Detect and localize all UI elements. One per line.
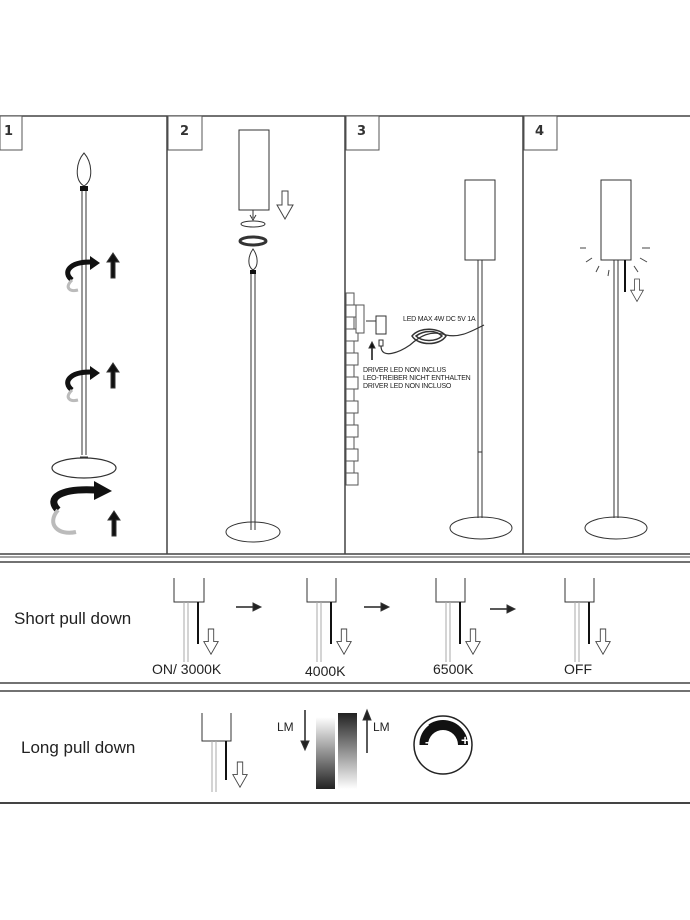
rotate-arrow-icon <box>65 366 100 402</box>
lumen-label-left: LM <box>277 720 294 734</box>
base-disc <box>225 521 281 543</box>
brightness-gradient-up <box>338 713 357 789</box>
step-number: 2 <box>180 124 190 139</box>
short-pull-title: Short pull down <box>14 609 132 628</box>
led-driver-icon <box>375 315 387 335</box>
step-number: 1 <box>4 124 14 139</box>
dimmer-dial-icon <box>413 715 473 775</box>
down-arrow-icon <box>465 628 481 655</box>
long-pull-frame <box>0 690 690 804</box>
coiled-cable <box>411 328 447 345</box>
lampshade <box>238 129 270 211</box>
step-number: 4 <box>535 124 545 139</box>
cable-spec-label: LED MAX 4W DC 5V 1A <box>403 316 476 323</box>
right-arrow-icon <box>490 604 517 614</box>
step-2-illustration <box>225 129 294 543</box>
step-2-number-box <box>167 115 203 151</box>
down-arrow-icon <box>276 190 294 220</box>
lumen-label-right: LM <box>373 720 390 734</box>
long-pull-illustrations <box>201 708 473 792</box>
step-1-number-box <box>0 115 23 151</box>
step-4-number-box <box>523 115 558 151</box>
down-arrow-icon <box>630 278 644 302</box>
up-arrow-icon <box>368 340 376 360</box>
lampshade <box>600 179 632 261</box>
down-arrow-icon <box>336 628 352 655</box>
right-arrow-icon <box>364 602 391 612</box>
rotate-icon <box>240 220 266 228</box>
light-rays-icon <box>580 247 650 277</box>
state-label: ON/ 3000K <box>152 661 222 677</box>
steps-frame <box>0 115 690 558</box>
step-1-illustration <box>50 152 121 537</box>
right-arrow-icon <box>236 602 263 612</box>
up-arrow-icon <box>107 510 121 537</box>
dim-down-arrow-icon <box>300 710 310 752</box>
up-arrow-icon <box>106 252 120 279</box>
up-arrow-icon <box>106 362 120 389</box>
ring <box>238 235 268 247</box>
state-label: 6500K <box>433 661 474 677</box>
dial-minus-label: - <box>425 735 429 749</box>
base-disc <box>51 457 117 479</box>
rotate-arrow-icon <box>65 256 100 292</box>
step-number: 3 <box>357 124 367 139</box>
driver-note-line: DRIVER LED NON INCLUSO <box>363 383 452 390</box>
brightness-gradient-down <box>316 717 335 789</box>
driver-note-line: LEO-TREIBER NICHT ENTHALTEN <box>363 375 471 382</box>
driver-note-line: DRIVER LED NON INCLUS <box>363 367 446 374</box>
dim-up-arrow-icon <box>362 708 372 753</box>
base-disc <box>449 516 513 540</box>
state-label: OFF <box>564 661 592 677</box>
step-4-illustration <box>580 179 650 540</box>
short-pull-frame <box>0 561 690 684</box>
wall-bricks <box>345 292 365 486</box>
down-arrow-icon <box>203 628 219 655</box>
lampshade <box>464 179 496 261</box>
long-pull-title: Long pull down <box>21 738 136 757</box>
bulb-icon <box>76 152 92 187</box>
step-3-illustration <box>345 179 513 540</box>
down-arrow-icon <box>595 628 611 655</box>
state-label: 4000K <box>305 663 346 679</box>
base-disc <box>584 516 648 540</box>
dial-plus-label: + <box>461 732 470 748</box>
cable <box>380 324 485 355</box>
step-3-number-box <box>345 115 380 151</box>
down-arrow-icon <box>232 761 248 788</box>
rotate-arrow-icon <box>50 481 112 535</box>
bulb-icon <box>248 248 258 271</box>
short-pull-illustrations <box>173 578 611 662</box>
